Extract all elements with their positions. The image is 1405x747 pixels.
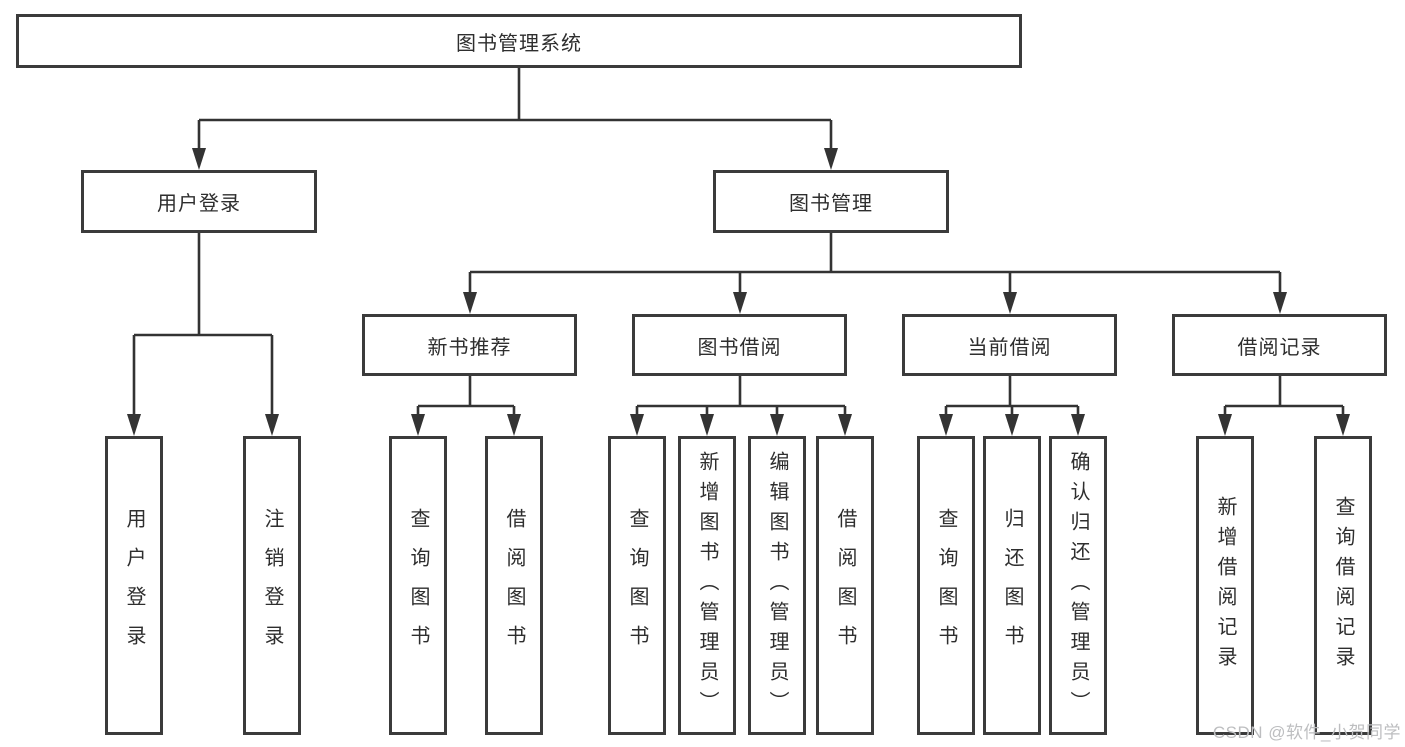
node-label: 图书借阅 — [697, 336, 782, 359]
node-label: 查询借阅记录 — [1332, 495, 1354, 676]
node-label: 新增图书（管理员） — [696, 450, 718, 721]
node-library-management-system: 图书管理系统 — [16, 14, 1022, 68]
node-label: 新书推荐 — [427, 336, 512, 359]
node-label: 归还图书 — [1001, 507, 1023, 664]
node-label: 当前借阅 — [967, 336, 1052, 359]
node-borrow-books-newbook: 借阅图书 — [485, 436, 543, 735]
node-label: 用户登录 — [157, 193, 241, 215]
node-edit-book-admin: 编辑图书（管理员） — [748, 436, 806, 735]
node-label: 用户登录 — [123, 507, 145, 664]
node-new-book-recommend: 新书推荐 — [362, 314, 577, 376]
node-label: 图书管理 — [789, 193, 873, 215]
node-label: 新增借阅记录 — [1214, 495, 1236, 676]
node-borrowing-records: 借阅记录 — [1172, 314, 1387, 376]
node-confirm-return-admin: 确认归还（管理员） — [1049, 436, 1107, 735]
node-label: 编辑图书（管理员） — [766, 450, 788, 721]
node-logout-leaf: 注销登录 — [243, 436, 301, 735]
node-add-book-admin: 新增图书（管理员） — [678, 436, 736, 735]
node-query-books-newbook: 查询图书 — [389, 436, 447, 735]
node-label: 借阅记录 — [1237, 336, 1322, 359]
node-user-login: 用户登录 — [81, 170, 317, 233]
node-query-books-current: 查询图书 — [917, 436, 975, 735]
node-label: 图书管理系统 — [456, 32, 582, 55]
node-label: 借阅图书 — [834, 507, 856, 664]
node-book-borrowing: 图书借阅 — [632, 314, 847, 376]
arrowheads — [127, 148, 1350, 436]
node-add-borrow-record: 新增借阅记录 — [1196, 436, 1254, 735]
node-label: 查询图书 — [935, 507, 957, 664]
node-label: 查询图书 — [626, 507, 648, 664]
node-label: 确认归还（管理员） — [1067, 450, 1089, 721]
node-label: 查询图书 — [407, 507, 429, 664]
node-query-borrow-record: 查询借阅记录 — [1314, 436, 1372, 735]
csdn-watermark: CSDN @软件_小贺同学 — [1212, 723, 1401, 742]
node-borrow-books-leaf: 借阅图书 — [816, 436, 874, 735]
node-label: 借阅图书 — [503, 507, 525, 664]
node-query-books-borrow: 查询图书 — [608, 436, 666, 735]
node-user-login-leaf: 用户登录 — [105, 436, 163, 735]
node-current-borrowing: 当前借阅 — [902, 314, 1117, 376]
node-return-book: 归还图书 — [983, 436, 1041, 735]
node-label: 注销登录 — [261, 507, 283, 664]
connector-strokes — [132, 68, 1345, 417]
node-book-management: 图书管理 — [713, 170, 949, 233]
